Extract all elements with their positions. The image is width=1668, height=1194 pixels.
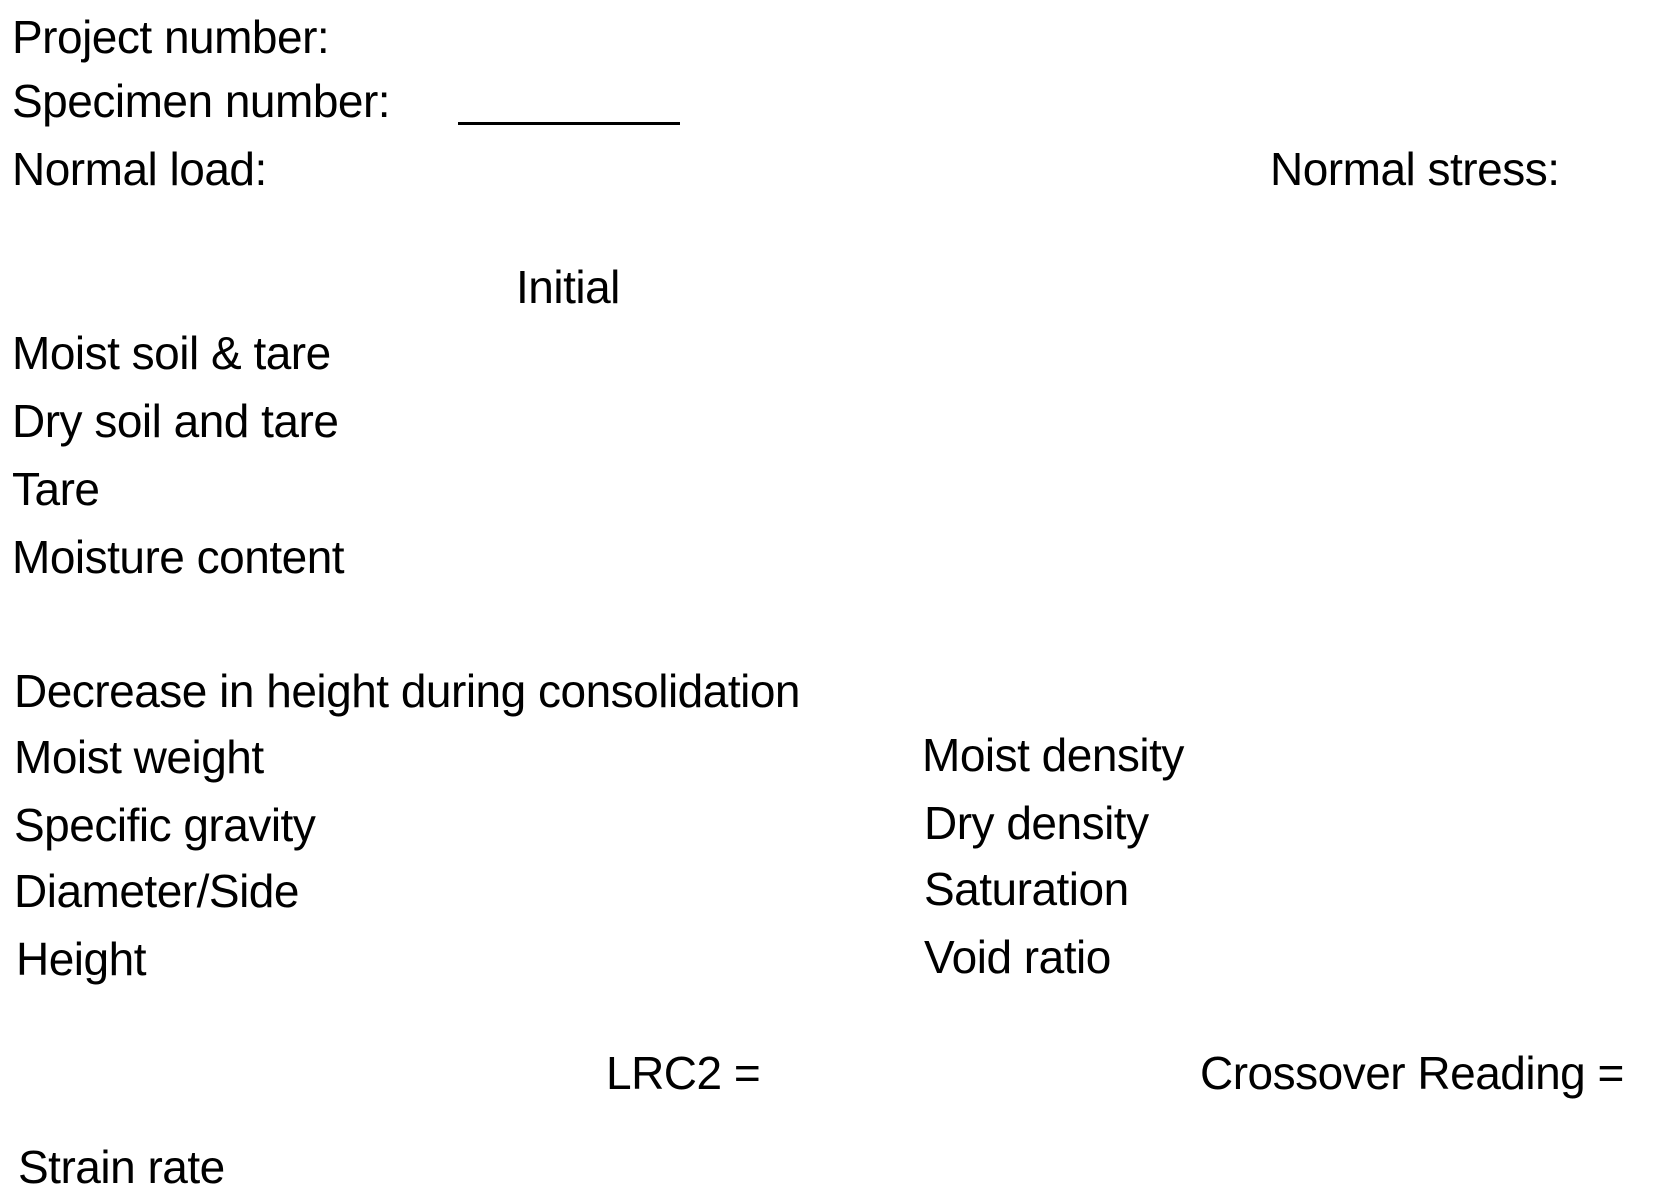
moisture-row-label: Dry soil and tare xyxy=(12,395,339,447)
moisture-row-label: Tare xyxy=(12,463,100,515)
crossover-reading-label: Crossover Reading = xyxy=(1200,1047,1624,1099)
normal-load-label: Normal load: xyxy=(12,143,267,195)
strain-rate-label: Strain rate xyxy=(18,1141,225,1193)
property-label-left: Specific gravity xyxy=(14,799,316,851)
lrc2-label: LRC2 = xyxy=(606,1047,761,1099)
property-label-right: Saturation xyxy=(924,863,1129,915)
specimen-number-field[interactable] xyxy=(458,122,680,125)
property-label-right: Void ratio xyxy=(924,931,1111,983)
property-label-right: Moist density xyxy=(922,729,1184,781)
specimen-number-label: Specimen number: xyxy=(12,75,391,127)
project-number-label: Project number: xyxy=(12,11,330,63)
initial-column-header: Initial xyxy=(516,261,620,313)
moisture-row-label: Moist soil & tare xyxy=(12,327,331,379)
property-label-right: Dry density xyxy=(924,797,1149,849)
normal-stress-label: Normal stress: xyxy=(1270,143,1560,195)
property-label-left: Diameter/Side xyxy=(14,865,299,917)
consolidation-label: Decrease in height during consolidation xyxy=(14,665,801,717)
property-label-left: Height xyxy=(16,933,146,985)
property-label-left: Moist weight xyxy=(14,731,264,783)
moisture-row-label: Moisture content xyxy=(12,531,345,583)
